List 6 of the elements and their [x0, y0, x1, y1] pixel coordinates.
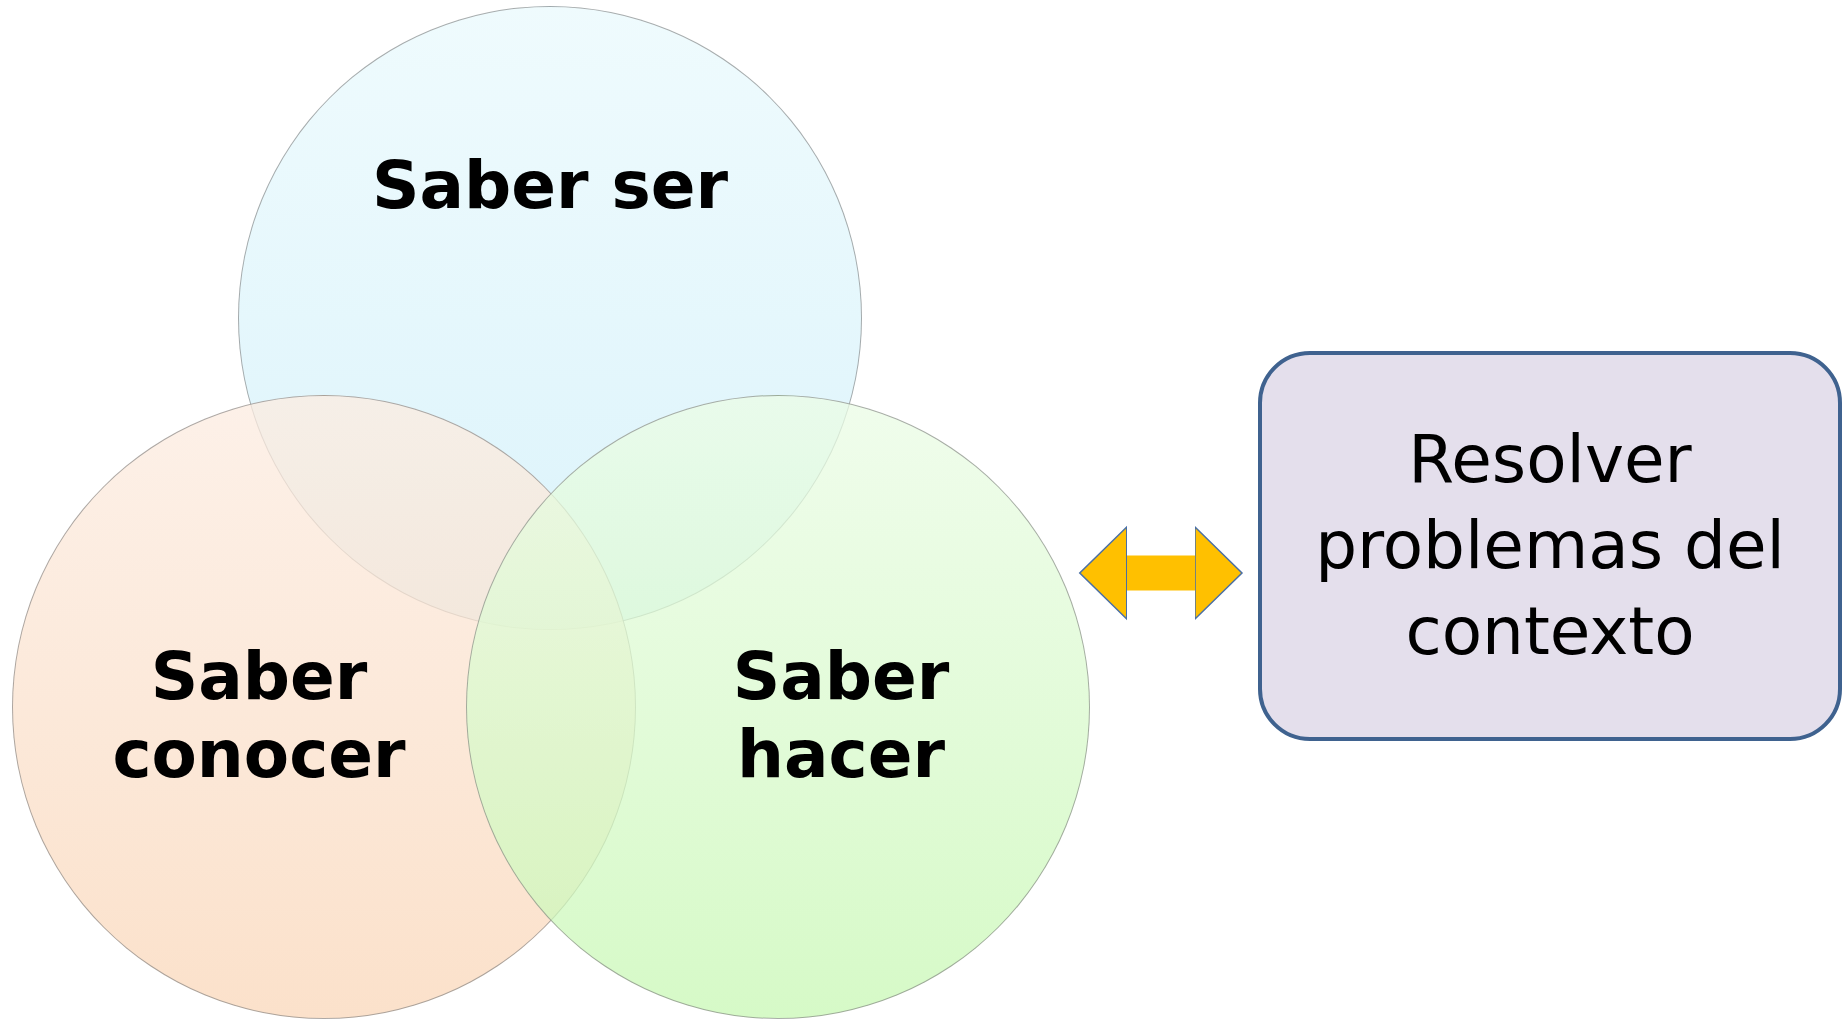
rounded-box [1258, 351, 1842, 741]
box-label: Resolver problemas del contexto [1314, 420, 1786, 672]
circle-label: Saber hacer [731, 638, 951, 794]
circle-label: Saber conocer [111, 638, 407, 794]
circle-label: Saber ser [370, 146, 730, 225]
double-arrow [1079, 526, 1243, 620]
